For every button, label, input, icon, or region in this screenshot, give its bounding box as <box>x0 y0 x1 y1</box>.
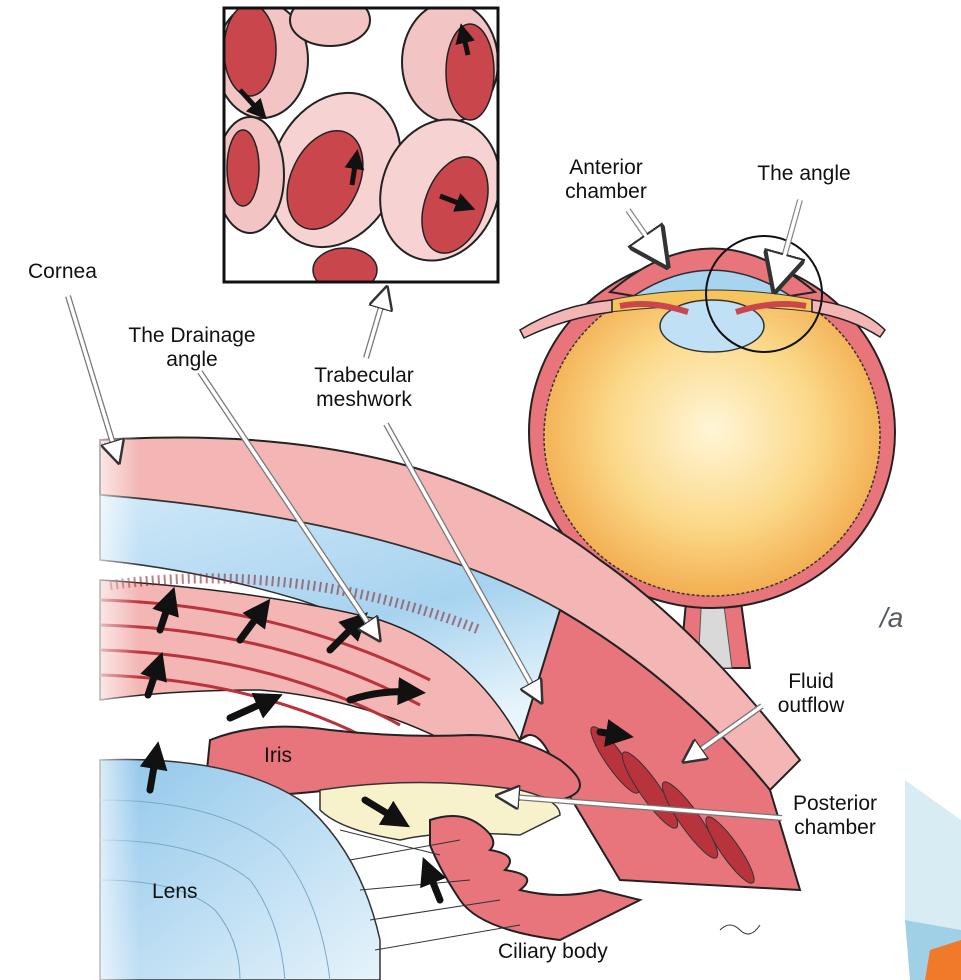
label-lens-text: Lens <box>152 880 198 904</box>
label-ciliary-text: Ciliary body <box>498 940 608 964</box>
label-trabecular-line2: meshwork <box>294 388 434 412</box>
meshwork-inset <box>216 0 519 292</box>
label-posterior-chamber: Posterior chamber <box>780 792 890 840</box>
label-anterior-chamber: Anterior chamber <box>556 156 656 204</box>
label-drainage-angle: The Drainage angle <box>108 324 276 372</box>
label-posterior-line1: Posterior <box>780 792 890 816</box>
label-trabecular-meshwork: Trabecular meshwork <box>294 364 434 412</box>
label-posterior-line2: chamber <box>780 816 890 840</box>
label-drainage-angle-line2: angle <box>108 348 276 372</box>
label-iris: Iris <box>264 744 292 768</box>
label-cornea-text: Cornea <box>28 260 97 284</box>
label-drainage-angle-line1: The Drainage <box>108 324 276 348</box>
label-ciliary-body: Ciliary body <box>498 940 608 964</box>
label-fluid-line2: outflow <box>756 694 866 718</box>
background-text-fragment: /a <box>880 602 903 634</box>
label-the-angle-text: The angle <box>744 162 864 186</box>
label-lens: Lens <box>152 880 198 904</box>
label-trabecular-line1: Trabecular <box>294 364 434 388</box>
label-anterior-line2: chamber <box>556 180 656 204</box>
label-fluid-line1: Fluid <box>756 670 866 694</box>
background-fragment <box>905 780 961 980</box>
label-fluid-outflow: Fluid outflow <box>756 670 866 718</box>
label-the-angle: The angle <box>744 162 864 186</box>
label-iris-text: Iris <box>264 744 292 768</box>
label-cornea: Cornea <box>28 260 97 284</box>
label-anterior-line1: Anterior <box>556 156 656 180</box>
